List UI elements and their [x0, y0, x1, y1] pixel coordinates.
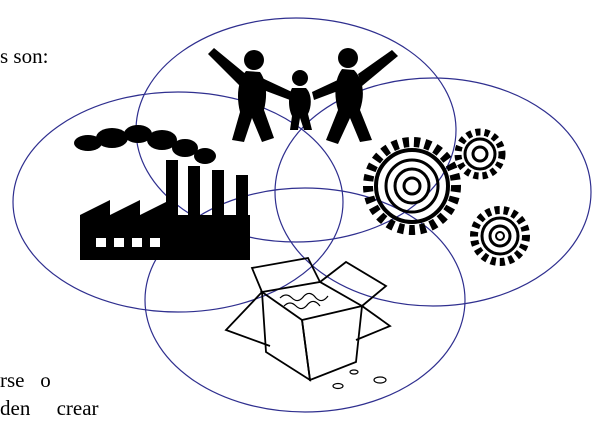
factory-icon [74, 125, 250, 260]
circle-right [275, 78, 591, 306]
gears-icon [368, 132, 526, 262]
open-box-icon [226, 258, 390, 389]
